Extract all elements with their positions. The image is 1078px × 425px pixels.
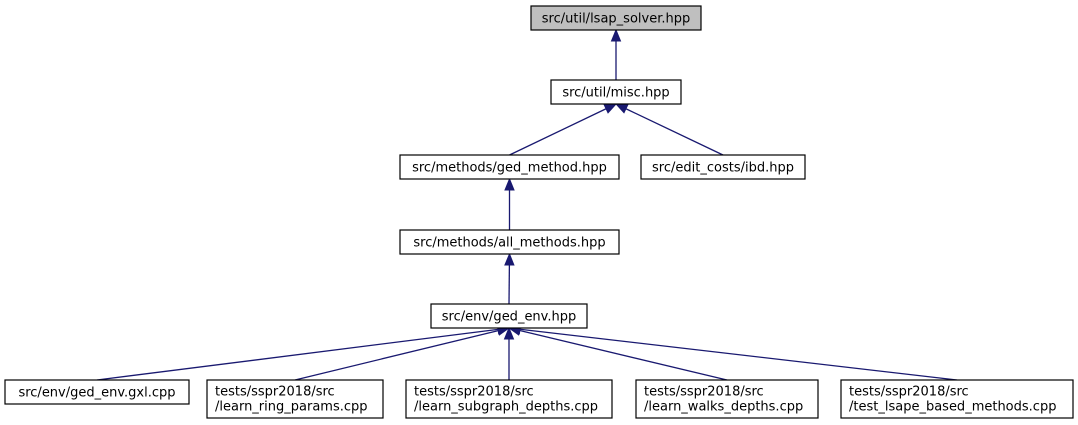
- node-box: [206, 379, 384, 419]
- node-label: src/methods/ged_method.hpp: [412, 161, 607, 176]
- node-label: src/edit_costs/ibd.hpp: [652, 161, 794, 176]
- node-label-line: tests/sspr2018/src: [644, 385, 764, 400]
- edge-learn_ring_params-to-ged_env: [294, 325, 511, 381]
- node-label: src/util/misc.hpp: [562, 86, 669, 101]
- edge-test_lsape_based_methods-to-ged_env: [507, 324, 958, 381]
- node-label: src/util/lsap_solver.hpp: [542, 12, 690, 27]
- edge-line: [519, 329, 728, 381]
- arrowhead-icon: [504, 177, 515, 191]
- arrowhead-icon: [614, 103, 629, 114]
- arrowhead-icon: [610, 28, 622, 42]
- edge-ged_method-to-misc: [509, 103, 618, 156]
- edge-ged_env_gxl-to-ged_env: [96, 324, 511, 381]
- node-label-line: /learn_ring_params.cpp: [215, 400, 368, 415]
- node-box: [4, 379, 190, 405]
- edge-learn_walks_depths-to-ged_env: [507, 325, 728, 381]
- arrowhead-icon: [603, 103, 618, 114]
- node-learn-ring-params[interactable]: tests/sspr2018/src/learn_ring_params.cpp: [206, 379, 384, 419]
- edge-line: [625, 108, 724, 156]
- edges-layer: [96, 28, 958, 381]
- node-box: [530, 5, 702, 31]
- edge-ged_env-to-all_methods: [504, 252, 515, 305]
- edge-all_methods-to-ged_method: [504, 177, 515, 230]
- node-ged-env-gxl[interactable]: src/env/ged_env.gxl.cpp: [4, 379, 190, 405]
- node-label-line: tests/sspr2018/src: [215, 385, 335, 400]
- edge-line: [294, 329, 499, 381]
- node-label-line: /learn_subgraph_depths.cpp: [414, 400, 598, 415]
- node-label: src/env/ged_env.gxl.cpp: [18, 386, 175, 401]
- node-box: [430, 303, 588, 329]
- edge-misc-to-lsap_solver: [610, 28, 622, 80]
- node-label-line: /test_lsape_based_methods.cpp: [849, 400, 1056, 415]
- node-box: [405, 379, 613, 419]
- node-lsap-solver[interactable]: src/util/lsap_solver.hpp: [530, 5, 702, 31]
- arrowhead-icon: [503, 326, 515, 340]
- node-label-line: tests/sspr2018/src: [849, 385, 969, 400]
- edge-line: [519, 328, 958, 381]
- node-label-line: tests/sspr2018/src: [414, 385, 534, 400]
- node-learn-subgraph-depths[interactable]: tests/sspr2018/src/learn_subgraph_depths…: [405, 379, 613, 419]
- node-box: [640, 154, 806, 180]
- node-test-lsape-based-methods[interactable]: tests/sspr2018/src/test_lsape_based_meth…: [840, 379, 1074, 419]
- node-ibd[interactable]: src/edit_costs/ibd.hpp: [640, 154, 806, 180]
- node-label: src/env/ged_env.hpp: [442, 310, 576, 325]
- node-all-methods[interactable]: src/methods/all_methods.hpp: [399, 229, 620, 255]
- arrowhead-icon: [504, 252, 515, 266]
- node-label-line: /learn_walks_depths.cpp: [644, 400, 803, 415]
- node-ged-env[interactable]: src/env/ged_env.hpp: [430, 303, 588, 329]
- node-label: src/methods/all_methods.hpp: [413, 236, 605, 251]
- node-box: [635, 379, 819, 419]
- edge-line: [509, 108, 607, 156]
- node-box: [399, 154, 620, 180]
- edge-line: [96, 328, 499, 381]
- node-box: [399, 229, 620, 255]
- node-misc[interactable]: src/util/misc.hpp: [550, 79, 682, 105]
- node-box: [840, 379, 1074, 419]
- edge-ibd-to-misc: [614, 103, 724, 156]
- edge-learn_subgraph_depths-to-ged_env: [503, 326, 515, 380]
- node-box: [550, 79, 682, 105]
- node-ged-method[interactable]: src/methods/ged_method.hpp: [399, 154, 620, 180]
- nodes-layer: src/util/lsap_solver.hpp src/util/misc.hp…: [4, 5, 1074, 419]
- node-learn-walks-depths[interactable]: tests/sspr2018/src/learn_walks_depths.cp…: [635, 379, 819, 419]
